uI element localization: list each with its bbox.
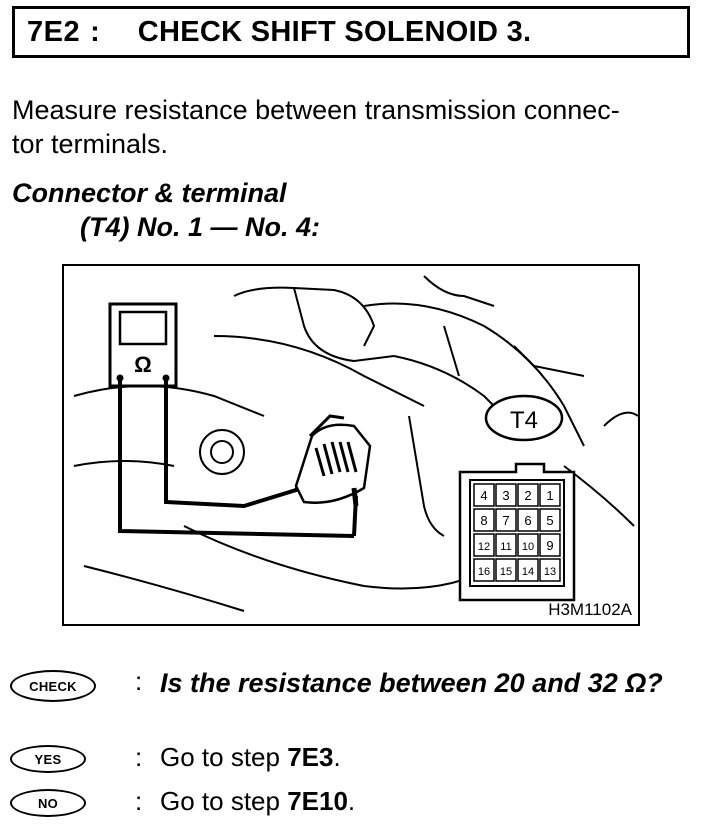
figure-reference-code: H3M1102A — [548, 600, 632, 619]
terminal-number: 4 — [480, 488, 487, 503]
no-suffix: . — [347, 786, 356, 816]
terminal-number: 1 — [546, 488, 553, 503]
terminal-cell — [517, 558, 539, 582]
yes-row: YES : Go to step 7E3. — [10, 742, 700, 776]
no-step-link[interactable]: 7E10 — [287, 786, 348, 816]
terminal-cell — [473, 483, 495, 507]
step-header: 7E2 : CHECK SHIFT SOLENOID 3. — [12, 6, 690, 58]
terminal-cell — [473, 533, 495, 557]
step-separator: : — [90, 15, 100, 48]
terminal-cell — [539, 508, 561, 532]
terminal-number: 15 — [500, 566, 512, 578]
terminal-cell — [495, 533, 517, 557]
ohm-symbol: Ω — [134, 352, 152, 377]
terminal-cell — [517, 483, 539, 507]
yes-prefix: Go to step — [160, 742, 288, 772]
instruction-text: Measure resistance between transmission … — [12, 93, 692, 161]
terminal-cell — [517, 533, 539, 557]
terminal-cell — [495, 508, 517, 532]
no-prefix: Go to step — [160, 786, 288, 816]
terminal-number: 14 — [522, 566, 534, 578]
terminal-cell — [495, 483, 517, 507]
terminal-number: 2 — [524, 488, 531, 503]
no-answer: Go to step 7E10. — [160, 786, 355, 817]
terminal-number: 8 — [480, 513, 487, 528]
instruction-line-2: tor terminals. — [12, 129, 169, 159]
terminal-cell — [473, 558, 495, 582]
connector-tag-outline — [484, 394, 564, 442]
engine-connector — [294, 414, 372, 507]
terminal-cell — [539, 533, 561, 557]
terminal-number: 11 — [500, 541, 511, 553]
measurement-illustration: Ω T4 — [62, 264, 640, 626]
check-colon: : — [135, 666, 143, 696]
connector-tag-label: T4 — [510, 407, 538, 434]
terminal-number: 9 — [546, 538, 553, 553]
terminal-number: 6 — [524, 513, 531, 528]
yes-suffix: . — [333, 742, 341, 772]
step-title: CHECK SHIFT SOLENOID 3. — [137, 15, 532, 48]
check-question: Is the resistance between 20 and 32 Ω? — [160, 668, 663, 698]
no-badge: NO — [10, 789, 86, 817]
no-colon: : — [135, 786, 143, 816]
terminal-cell — [473, 508, 495, 532]
terminal-number: 3 — [502, 488, 509, 503]
terminal-cell — [539, 483, 561, 507]
terminal-number: 5 — [546, 513, 553, 528]
spec-value: (T4) No. 1 — No. 4: — [80, 212, 321, 242]
yes-badge: YES — [10, 745, 86, 773]
yes-colon: : — [135, 742, 143, 772]
spec-label: Connector & terminal — [12, 178, 287, 208]
terminal-number: 10 — [522, 541, 534, 553]
terminal-number: 13 — [544, 566, 556, 578]
terminal-number: 12 — [478, 541, 490, 553]
terminal-number: 7 — [502, 513, 509, 528]
check-row: CHECK : Is the resistance between 20 and… — [10, 666, 700, 738]
terminal-cell — [517, 508, 539, 532]
instruction-line-1: Measure resistance between transmission … — [12, 95, 620, 125]
yes-step-link[interactable]: 7E3 — [287, 742, 334, 772]
terminal-cell — [495, 558, 517, 582]
step-code: 7E2 — [27, 15, 81, 48]
multimeter: Ω — [108, 302, 178, 388]
terminal-number: 16 — [478, 566, 490, 578]
no-row: NO : Go to step 7E10. — [10, 786, 700, 820]
illustration-drawing: Ω T4 — [73, 275, 638, 612]
terminal-cell — [539, 558, 561, 582]
yes-answer: Go to step 7E3. — [160, 742, 341, 773]
check-badge: CHECK — [10, 670, 96, 702]
